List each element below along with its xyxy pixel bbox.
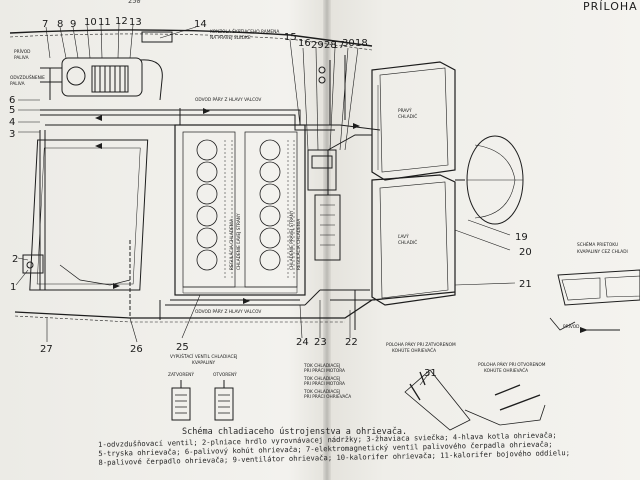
label-12: 12	[115, 16, 128, 27]
open-lever-label-1: POLOHA PÁKY PRI OTVORENOM	[478, 361, 546, 368]
label-6: 6	[9, 95, 15, 106]
engine-block-text: REGULÁCIA CHLADENIA CHLADENIE ĽAVEJ STRA…	[228, 210, 302, 270]
right-radiator	[371, 61, 456, 181]
heater-unit	[61, 31, 173, 101]
label-15: 15	[284, 32, 297, 43]
flow-schematic	[549, 269, 640, 331]
label-18: 18	[355, 38, 368, 49]
label-23: 23	[314, 337, 327, 348]
label-17: 17	[332, 40, 345, 51]
closed-label: ZATVORENÝ	[168, 371, 194, 378]
drain-valve-title-1: VYPÚŠŤACÍ VENTIL CHLADIACEJ	[170, 352, 237, 360]
heater-lever-positions	[404, 369, 546, 431]
block-right-text-1: CHLADENIE PRAVEJ STRANY	[289, 210, 295, 270]
block-left-text-1: REGULÁCIA CHLADENIA	[228, 219, 235, 270]
fuel-inlet-label-2: PALIVA	[14, 55, 29, 61]
hull-top-outline	[9, 29, 373, 51]
open-lever-label-2: KOHÚTE OHRIEVAČA	[484, 367, 528, 374]
arrow-legend-6: PRI PRÁCI OHRIEVAČA	[304, 393, 351, 400]
right-radiator-label-1: PRAVÝ	[398, 107, 412, 114]
fuel-lines	[40, 67, 62, 100]
label-19: 19	[515, 232, 528, 243]
label-2: 2	[12, 254, 18, 265]
label-9: 9	[70, 19, 76, 30]
bracket-label-2: NA PRAVEJ SLEDKE	[210, 35, 251, 41]
label-27: 27	[40, 344, 53, 355]
label-3: 3	[9, 129, 15, 140]
label-14: 14	[194, 19, 207, 30]
label-29: 29	[311, 40, 324, 51]
label-28: 28	[324, 40, 337, 51]
page-header-title: PRÍLOHA	[583, 0, 638, 13]
book-spine-shadow	[323, 0, 331, 480]
left-side-radiator	[371, 174, 456, 306]
label-11: 11	[98, 17, 111, 28]
arrow-legend-5: TOK CHLADIACEJ	[303, 389, 340, 395]
arrow-legend-1: TOK CHLADIACEJ	[303, 363, 340, 369]
label-30: 30	[342, 38, 355, 49]
block-right-text-2: REGULÁCIA CHLADENIA	[295, 219, 302, 270]
water-pump-cluster	[307, 66, 372, 261]
arrow-legend-2: PRI PRÁCI MOTORA	[304, 367, 345, 374]
label-8: 8	[57, 19, 63, 30]
label-25: 25	[176, 342, 189, 353]
flow-schematic-title-2: KVAPALINY CEZ CHLADI	[577, 249, 628, 255]
fuel-vent-label-2: PALIVA	[10, 81, 25, 87]
page-number: 250	[128, 0, 141, 5]
closed-lever-label-2: KOHÚTE OHRIEVAČA	[392, 347, 436, 354]
drain-valve-open	[214, 380, 234, 421]
leader-lines	[15, 22, 516, 386]
label-10: 10	[84, 17, 97, 28]
annotations: PRÍVOD PALIVA ODVZDUŠNENIE PALIVA KONZOL…	[10, 28, 628, 400]
left-radiator-label-2: CHLADIČ	[398, 239, 417, 246]
block-left-text-2: CHLADENIE ĽAVEJ STRANY	[236, 213, 242, 270]
steam-outlet-bottom: ODVOD PÁRY Z HLAVY VALCOV	[195, 308, 261, 315]
flow-arrows	[95, 108, 588, 333]
fuel-vent-label-1: ODVZDUŠNENIE	[10, 74, 45, 81]
label-24: 24	[296, 337, 309, 348]
fuel-inlet-label-1: PRÍVOD	[14, 48, 31, 55]
left-radiator-label-1: ĽAVÝ	[398, 233, 409, 240]
label-20: 20	[519, 247, 532, 258]
label-13: 13	[129, 17, 142, 28]
drain-valve-closed	[171, 380, 191, 421]
label-21: 21	[519, 279, 532, 290]
label-22: 22	[345, 337, 358, 348]
open-label: OTVORENÝ	[213, 371, 237, 378]
figure-caption: Schéma chladiaceho ústrojenstva a ohriev…	[182, 427, 408, 437]
label-7: 7	[42, 19, 48, 30]
drain-valve-title-2: KVAPALINY	[192, 360, 216, 366]
hull-floor-outline	[14, 291, 456, 323]
label-26: 26	[130, 344, 143, 355]
left-radiator	[22, 139, 149, 291]
closed-lever-label-1: POLOHA PÁKY PRI ZATVORENOM	[386, 341, 456, 348]
arrow-legend-3: TOK CHLADIACEJ	[303, 376, 340, 382]
flow-schematic-title-1: SCHÉMA PRIETOKU	[577, 240, 618, 248]
cooling-fan	[455, 135, 524, 225]
steam-outlet-top: ODVOD PÁRY Z HLAVY VALCOV	[195, 96, 261, 103]
label-5: 5	[9, 105, 15, 116]
label-4: 4	[9, 117, 15, 128]
coolant-pipes	[39, 55, 381, 330]
inlet-label: PRÍVOD	[563, 323, 580, 330]
label-1: 1	[10, 282, 16, 293]
label-16: 16	[298, 38, 311, 49]
label-31: 31	[424, 368, 437, 379]
arrow-legend-4: PRI PRÁCI MOTORA	[304, 380, 345, 387]
right-radiator-label-2: CHLADIČ	[398, 113, 417, 120]
part-number-labels: 7 8 9 10 11 12 13 14 15 16 29 28 17 30 1…	[9, 16, 532, 379]
engine-block	[174, 124, 306, 296]
bracket-label-1: KONZOLA ŠKRTIACEHO RAMENA	[210, 28, 279, 35]
